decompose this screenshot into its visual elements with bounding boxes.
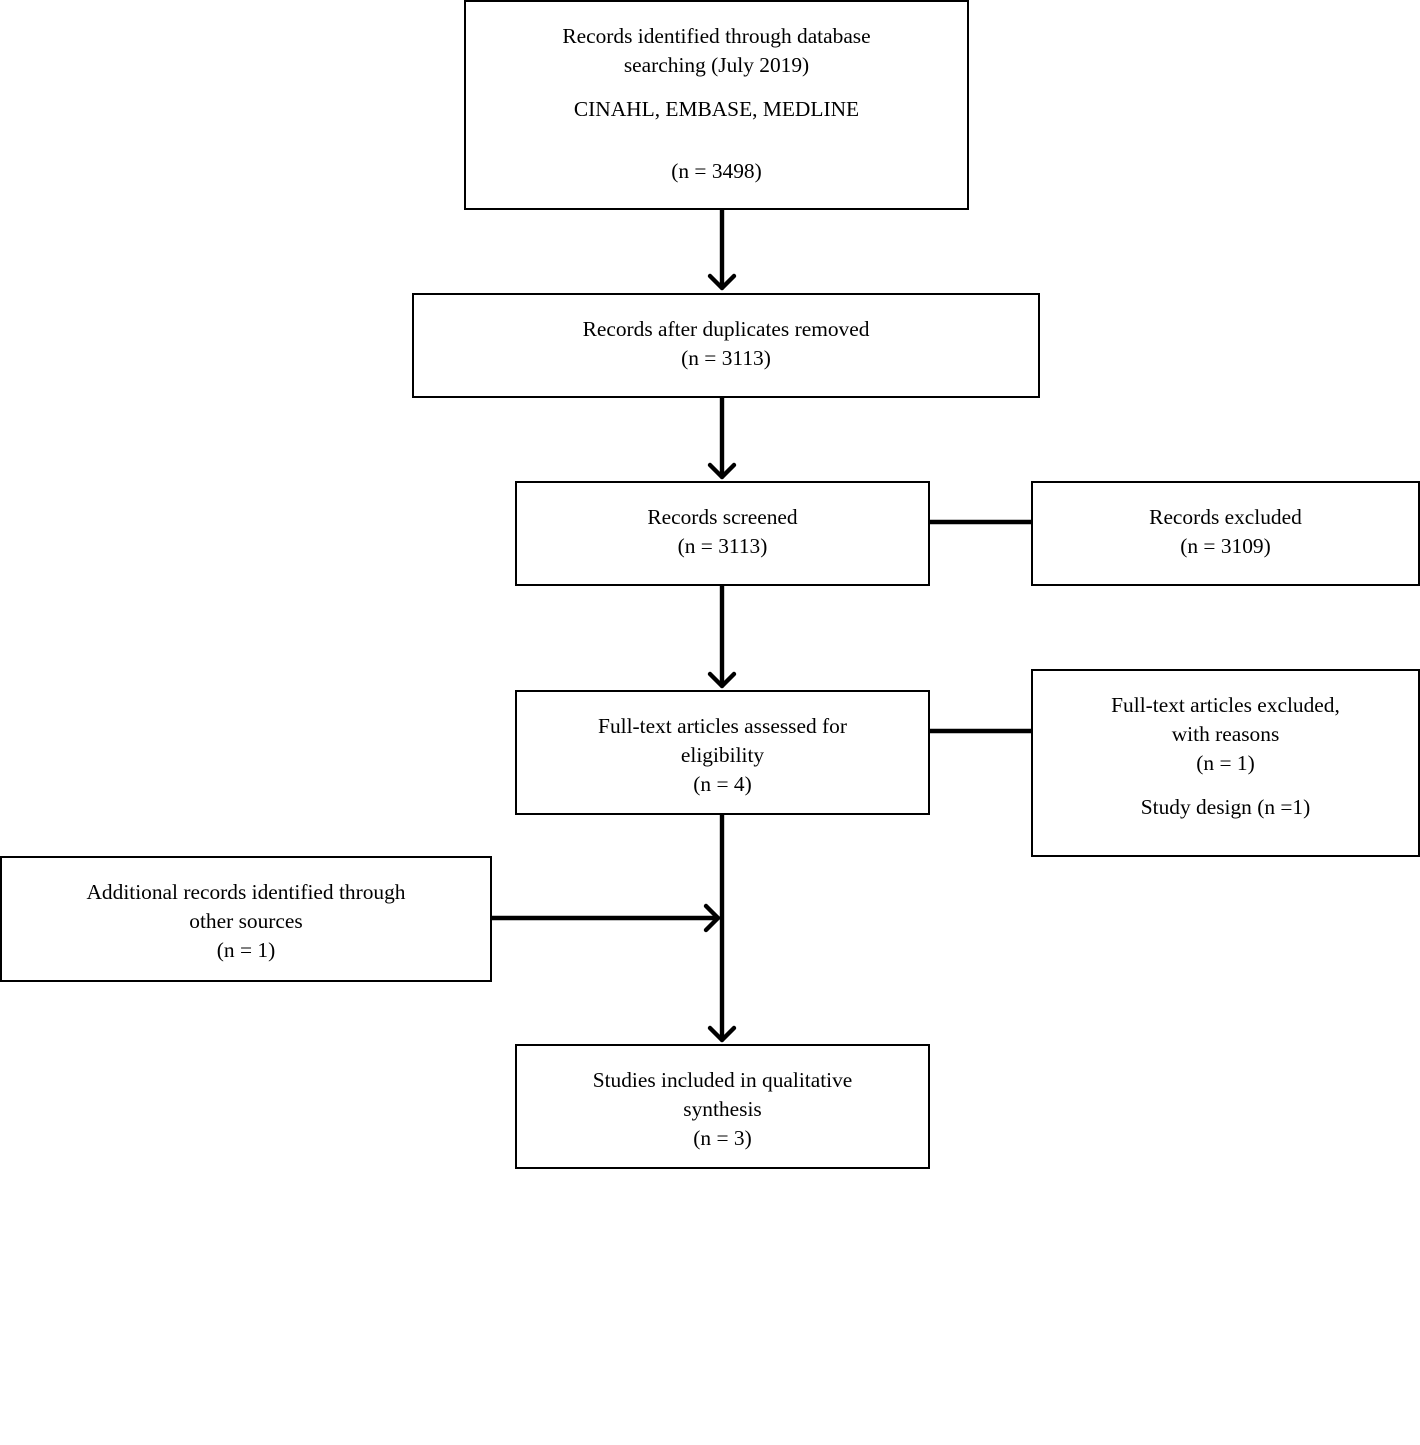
- included-line-1: Studies included in qualitative: [592, 1068, 853, 1092]
- box-additional-records: Additional records identified through ot…: [0, 856, 492, 982]
- arrowhead-screened-to-fulltext: [707, 671, 737, 689]
- additional-count: (n = 1): [216, 937, 276, 962]
- arrowhead-identified-to-deduplicated: [707, 273, 737, 291]
- arrowhead-fulltext-to-included: [707, 1025, 737, 1043]
- fulltext-excluded-line-1: Full-text articles excluded,: [1111, 693, 1340, 717]
- identified-databases: CINAHL, EMBASE, MEDLINE: [573, 96, 860, 121]
- arrowhead-deduplicated-to-screened: [707, 462, 737, 480]
- identified-count: (n = 3498): [671, 158, 762, 183]
- additional-line-2: other sources: [189, 908, 303, 933]
- fulltext-line-1: Full-text articles assessed for: [598, 714, 847, 738]
- identified-line-1: Records identified through database: [562, 24, 871, 48]
- after-duplicates-line-1: Records after duplicates removed: [582, 317, 870, 341]
- box-fulltext-assessed: Full-text articles assessed for eligibil…: [515, 690, 930, 815]
- additional-line-1: Additional records identified through: [86, 880, 406, 904]
- included-count: (n = 3): [693, 1125, 752, 1150]
- box-records-identified: Records identified through database sear…: [464, 0, 969, 210]
- screened-count: (n = 3113): [677, 533, 768, 558]
- excluded-line-1: Records excluded: [1149, 505, 1302, 529]
- box-studies-included: Studies included in qualitative synthesi…: [515, 1044, 930, 1169]
- identified-line-2: searching (July 2019): [623, 52, 810, 77]
- box-fulltext-excluded: Full-text articles excluded, with reason…: [1031, 669, 1420, 857]
- box-records-after-duplicates: Records after duplicates removed (n = 31…: [412, 293, 1040, 398]
- excluded-count: (n = 3109): [1180, 533, 1271, 558]
- included-line-2: synthesis: [683, 1096, 762, 1121]
- box-records-excluded: Records excluded (n = 3109): [1031, 481, 1420, 586]
- connectors: [488, 207, 1034, 1043]
- fulltext-count: (n = 4): [693, 771, 752, 796]
- prisma-flow-diagram: Records identified through database sear…: [0, 0, 1420, 1170]
- after-duplicates-count: (n = 3113): [681, 345, 771, 370]
- box-records-screened: Records screened (n = 3113): [515, 481, 930, 586]
- fulltext-excluded-reason: Study design (n =1): [1140, 794, 1311, 819]
- screened-line-1: Records screened: [647, 505, 798, 529]
- fulltext-excluded-line-2: with reasons: [1171, 721, 1280, 746]
- fulltext-excluded-count: (n = 1): [1196, 750, 1255, 775]
- arrowhead-additional-to-flow: [703, 903, 721, 933]
- fulltext-line-2: eligibility: [680, 742, 765, 767]
